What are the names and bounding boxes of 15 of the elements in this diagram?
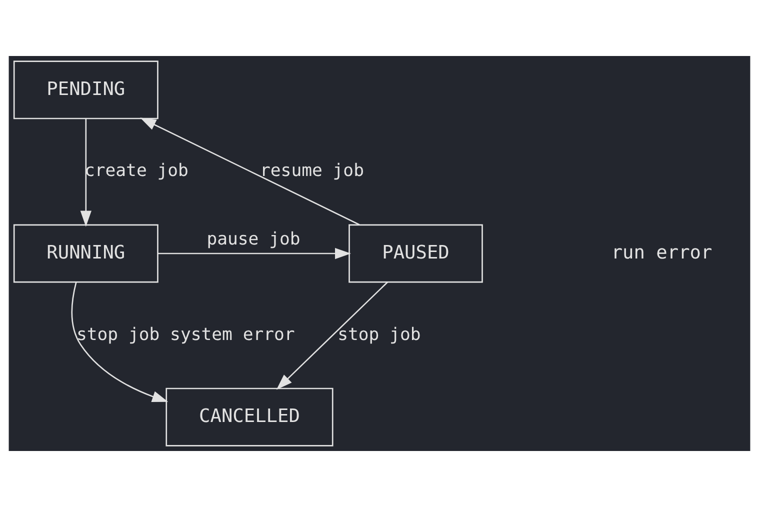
edge-label: create job xyxy=(84,161,188,182)
arrow xyxy=(276,282,388,390)
arrow xyxy=(140,118,360,226)
edge-label: stop job xyxy=(338,324,421,345)
node-box: CANCELLED xyxy=(166,388,334,446)
node-box: PAUSED xyxy=(348,224,483,283)
node-box: RUNNING xyxy=(13,224,158,283)
edge-label: pause job xyxy=(206,230,300,250)
arrow xyxy=(71,282,168,402)
label: run error xyxy=(611,242,712,264)
arrow xyxy=(80,118,92,227)
edge-label: stop job system error xyxy=(76,324,295,345)
node-box: PENDING xyxy=(13,60,158,120)
edge-label: resume job xyxy=(260,161,364,182)
arrow xyxy=(158,248,351,260)
